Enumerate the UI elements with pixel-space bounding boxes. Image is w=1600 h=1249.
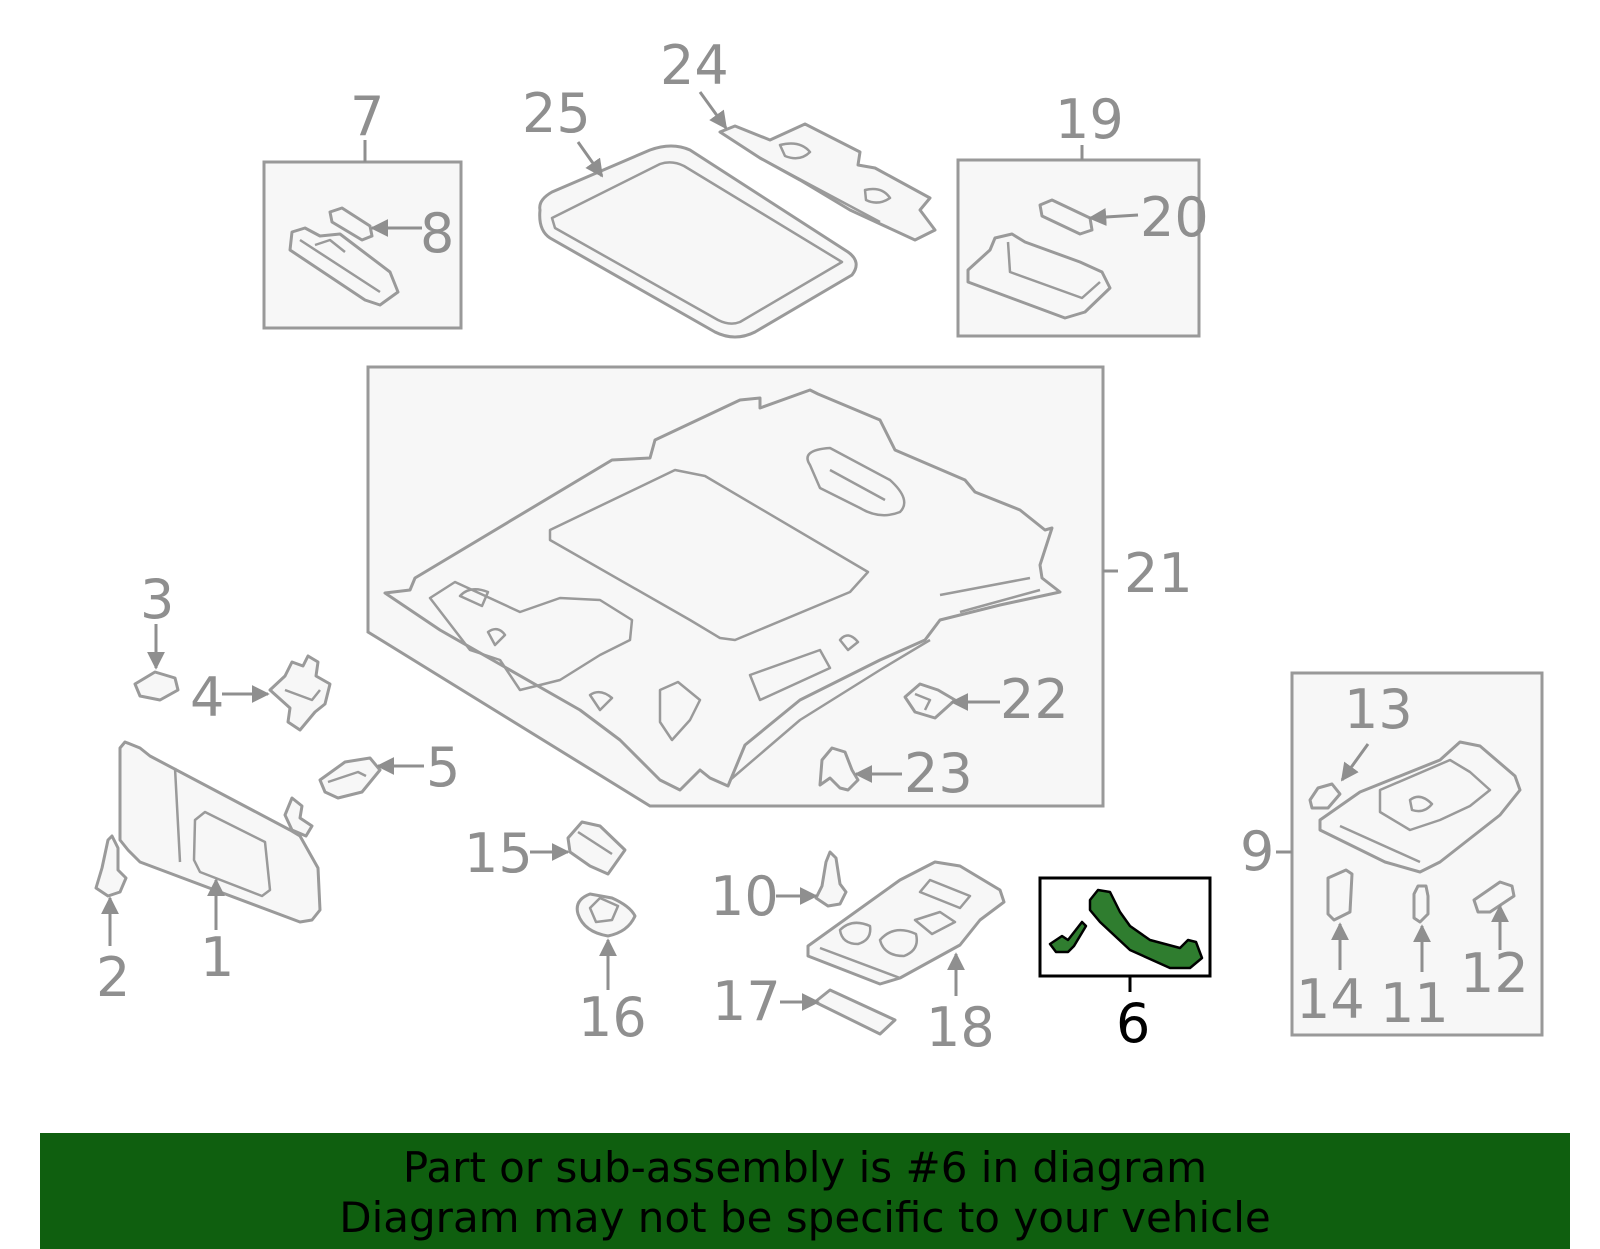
part-23-clip (818, 746, 902, 792)
callout-19: 19 (1055, 88, 1124, 151)
callout-11: 11 (1380, 972, 1449, 1035)
callout-13: 13 (1344, 678, 1413, 741)
info-banner: Part or sub-assembly is #6 in diagram Di… (40, 1133, 1570, 1249)
callout-16: 16 (578, 986, 647, 1049)
part-15-cover (530, 820, 627, 876)
part-group-6-highlighted (1038, 876, 1212, 992)
callout-1: 1 (200, 926, 234, 989)
part-17-lens (780, 988, 897, 1036)
callout-4: 4 (190, 666, 224, 729)
banner-line-2: Diagram may not be specific to your vehi… (339, 1193, 1271, 1242)
callout-6: 6 (1116, 992, 1150, 1055)
part-group-19 (956, 145, 1201, 338)
part-18-console (806, 860, 1006, 996)
part-10-clip (776, 850, 848, 908)
callout-22: 22 (1000, 668, 1069, 731)
callout-17: 17 (712, 970, 781, 1033)
part-24-bracket (698, 91, 937, 242)
part-2-clip (94, 834, 128, 946)
part-group-7 (262, 140, 463, 330)
banner-line-1: Part or sub-assembly is #6 in diagram (402, 1143, 1208, 1192)
callout-21: 21 (1124, 542, 1193, 605)
part-1-sunvisor (118, 740, 322, 930)
part-4-clip (222, 654, 332, 732)
part-22-clip (903, 682, 1000, 720)
callout-10: 10 (710, 865, 779, 928)
callout-25: 25 (522, 82, 591, 145)
part-16-lamp (575, 892, 637, 990)
callout-8: 8 (420, 202, 454, 265)
callout-12: 12 (1460, 942, 1529, 1005)
part-group-9 (1276, 671, 1544, 1037)
part-5-cover (318, 756, 424, 800)
callout-24: 24 (660, 34, 729, 97)
callout-18: 18 (926, 996, 995, 1059)
callout-23: 23 (904, 742, 973, 805)
part-25-seal (538, 141, 858, 339)
callout-3: 3 (140, 568, 174, 631)
callout-5: 5 (426, 736, 460, 799)
callout-20: 20 (1140, 186, 1209, 249)
callout-9: 9 (1240, 820, 1274, 883)
callout-15: 15 (464, 822, 533, 885)
callout-14: 14 (1296, 968, 1365, 1031)
part-21-headliner (366, 365, 1118, 808)
callout-2: 2 (96, 946, 130, 1009)
callout-7: 7 (350, 85, 384, 148)
part-3-cap (133, 624, 180, 702)
